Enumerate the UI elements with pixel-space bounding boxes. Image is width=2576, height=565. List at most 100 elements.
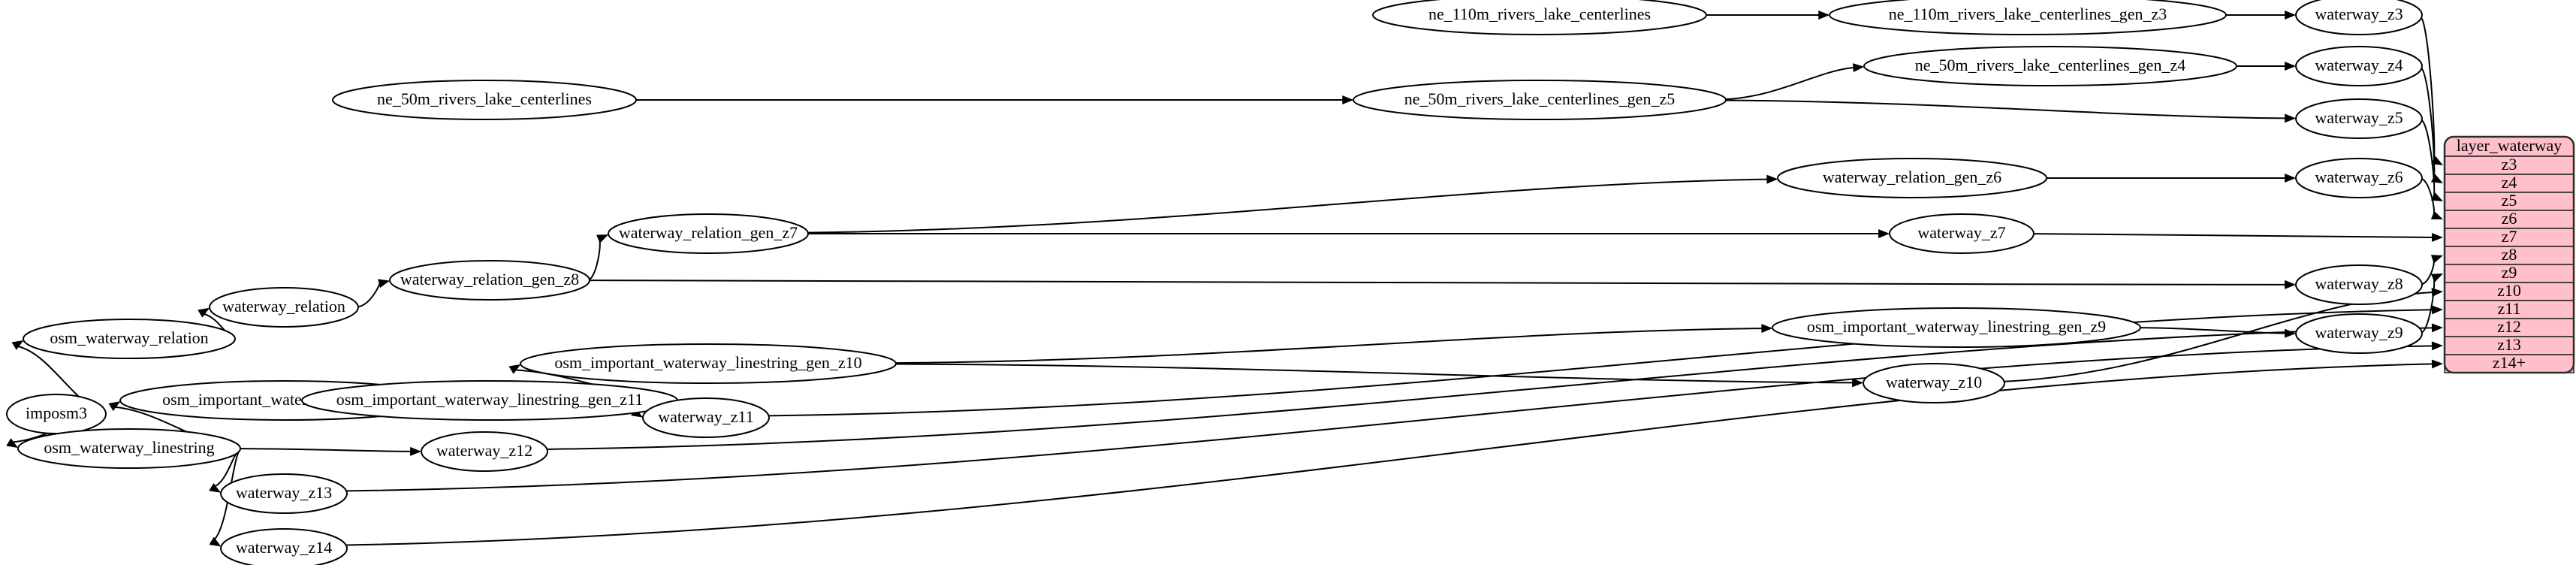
- node-ellipse[interactable]: [209, 287, 359, 328]
- node-ellipse[interactable]: [2295, 158, 2423, 198]
- node-ellipse[interactable]: [332, 80, 637, 120]
- graph-edge: [589, 279, 2286, 286]
- table-row-label: z9: [2502, 263, 2517, 282]
- node-layer: imposm3 osm_waterway_relation osm_waterway…: [6, 0, 2423, 565]
- table-row[interactable]: z12: [2444, 317, 2574, 337]
- node-ellipse[interactable]: [2295, 46, 2423, 86]
- node-ellipse[interactable]: [389, 260, 590, 301]
- graph-node-waterway_z9[interactable]: waterway_z9: [2295, 313, 2423, 354]
- graph-node-waterway_z4[interactable]: waterway_z4: [2295, 46, 2423, 86]
- table-row[interactable]: z9: [2444, 263, 2574, 283]
- graph-node-ne_110m_rivers_lake_centerlines[interactable]: ne_110m_rivers_lake_centerlines: [1372, 0, 1707, 35]
- table-row-cell[interactable]: [2444, 264, 2574, 283]
- node-ellipse[interactable]: [1863, 363, 2005, 403]
- graph-edge: [895, 328, 1763, 364]
- table-row[interactable]: z5: [2444, 191, 2574, 211]
- graph-node-waterway_z5[interactable]: waterway_z5: [2295, 98, 2423, 139]
- graph-node-waterway_z13[interactable]: waterway_z13: [220, 473, 348, 514]
- graph-node-osm_important_waterway_linestring_gen_z10[interactable]: osm_important_waterway_linestring_gen_z1…: [520, 343, 897, 384]
- graph-edge: [1725, 66, 1854, 101]
- node-ellipse[interactable]: [1829, 0, 2227, 35]
- edge-arrowhead: [410, 446, 422, 456]
- graph-edge: [357, 282, 381, 308]
- graph-node-waterway_relation_gen_z6[interactable]: waterway_relation_gen_z6: [1777, 158, 2047, 198]
- node-label: waterway_z8: [2315, 274, 2403, 293]
- graph-node-osm_waterway_relation[interactable]: osm_waterway_relation: [23, 319, 236, 359]
- node-ellipse[interactable]: [421, 431, 548, 472]
- edge-arrowhead: [2431, 341, 2443, 351]
- table-row-cell[interactable]: [2444, 300, 2574, 319]
- graph-edge: [240, 448, 412, 452]
- node-ellipse[interactable]: [2295, 98, 2423, 139]
- edge-arrowhead: [2285, 174, 2297, 183]
- node-label: ne_50m_rivers_lake_centerlines_gen_z5: [1404, 89, 1675, 108]
- graph-node-waterway_z7[interactable]: waterway_z7: [1889, 213, 2035, 254]
- table-row-label: z6: [2502, 209, 2517, 228]
- edge-arrowhead: [2430, 210, 2443, 219]
- graph-node-imposm3[interactable]: imposm3: [6, 394, 107, 434]
- graph-node-waterway_z12[interactable]: waterway_z12: [421, 431, 548, 472]
- graph-edge: [2421, 68, 2436, 179]
- graph-node-waterway_z10[interactable]: waterway_z10: [1863, 363, 2005, 403]
- graph-node-waterway_z3[interactable]: waterway_z3: [2295, 0, 2423, 35]
- graph-node-osm_important_waterway_linestring_gen_z11[interactable]: osm_important_waterway_linestring_gen_z1…: [301, 380, 678, 421]
- graph-edge: [2033, 233, 2433, 238]
- node-ellipse[interactable]: [23, 319, 236, 359]
- node-ellipse[interactable]: [220, 528, 348, 565]
- graph-node-waterway_z14[interactable]: waterway_z14: [220, 528, 348, 565]
- node-ellipse[interactable]: [642, 397, 770, 438]
- graph-node-waterway_relation_gen_z7[interactable]: waterway_relation_gen_z7: [608, 213, 809, 254]
- node-ellipse[interactable]: [2295, 264, 2423, 305]
- graph-node-waterway_relation_gen_z8[interactable]: waterway_relation_gen_z8: [389, 260, 590, 301]
- node-ellipse[interactable]: [2295, 0, 2423, 35]
- node-ellipse[interactable]: [520, 343, 897, 384]
- graph-node-waterway_z8[interactable]: waterway_z8: [2295, 264, 2423, 305]
- graph-edge: [768, 309, 2433, 417]
- node-ellipse[interactable]: [1863, 46, 2237, 86]
- graph-node-osm_important_waterway_linestring_gen_z9[interactable]: osm_important_waterway_linestring_gen_z9: [1772, 307, 2141, 348]
- node-ellipse[interactable]: [1889, 213, 2035, 254]
- graph-node-waterway_z11[interactable]: waterway_z11: [642, 397, 770, 438]
- node-label: osm_important_waterway_linestring_gen_z1…: [336, 390, 644, 409]
- node-label: waterway_z13: [236, 483, 332, 502]
- node-ellipse[interactable]: [608, 213, 809, 254]
- table-row[interactable]: z8: [2444, 245, 2574, 265]
- graph-node-ne_110m_rivers_lake_centerlines_gen_z3[interactable]: ne_110m_rivers_lake_centerlines_gen_z3: [1829, 0, 2227, 35]
- edge-arrowhead: [2285, 11, 2297, 20]
- graph-node-waterway_z6[interactable]: waterway_z6: [2295, 158, 2423, 198]
- table-row[interactable]: z14+: [2444, 353, 2574, 373]
- graph-node-ne_50m_rivers_lake_centerlines_gen_z5[interactable]: ne_50m_rivers_lake_centerlines_gen_z5: [1353, 80, 1727, 120]
- node-ellipse[interactable]: [220, 473, 348, 514]
- node-label: waterway_z7: [1917, 223, 2005, 242]
- graph-node-ne_50m_rivers_lake_centerlines_gen_z4[interactable]: ne_50m_rivers_lake_centerlines_gen_z4: [1863, 46, 2237, 86]
- table-title: layer_waterway: [2457, 136, 2562, 155]
- edge-arrowhead: [1852, 378, 1864, 388]
- node-label: waterway_z11: [658, 407, 753, 426]
- table-row-label: z4: [2502, 173, 2517, 192]
- table-row-cell[interactable]: [2444, 336, 2574, 355]
- node-ellipse[interactable]: [2295, 313, 2423, 354]
- table-row[interactable]: z4: [2444, 173, 2574, 193]
- edge-arrowhead: [108, 401, 121, 412]
- table-row[interactable]: z13: [2444, 335, 2574, 355]
- table-row-cell[interactable]: [2444, 318, 2574, 337]
- graph-edge: [2421, 119, 2436, 198]
- table-row[interactable]: z3: [2444, 155, 2574, 175]
- node-ellipse[interactable]: [1372, 0, 1707, 35]
- graph-node-ne_50m_rivers_lake_centerlines[interactable]: ne_50m_rivers_lake_centerlines: [332, 80, 637, 120]
- graph-node-osm_waterway_linestring[interactable]: osm_waterway_linestring: [17, 428, 241, 469]
- table-row[interactable]: z6: [2444, 209, 2574, 229]
- graph-node-waterway_relation[interactable]: waterway_relation: [209, 287, 359, 328]
- graph-edge: [895, 363, 1854, 384]
- node-ellipse[interactable]: [1353, 80, 1727, 120]
- edge-arrowhead: [2431, 305, 2443, 315]
- table-row[interactable]: z11: [2444, 299, 2574, 319]
- node-label: waterway_z10: [1886, 373, 1982, 391]
- table-row-cell[interactable]: [2444, 174, 2574, 193]
- table-row[interactable]: z7: [2444, 227, 2574, 247]
- table-row-cell[interactable]: [2444, 210, 2574, 229]
- table-row[interactable]: z10: [2444, 281, 2574, 301]
- node-ellipse[interactable]: [1777, 158, 2047, 198]
- node-ellipse[interactable]: [17, 428, 241, 469]
- node-ellipse[interactable]: [1772, 307, 2141, 348]
